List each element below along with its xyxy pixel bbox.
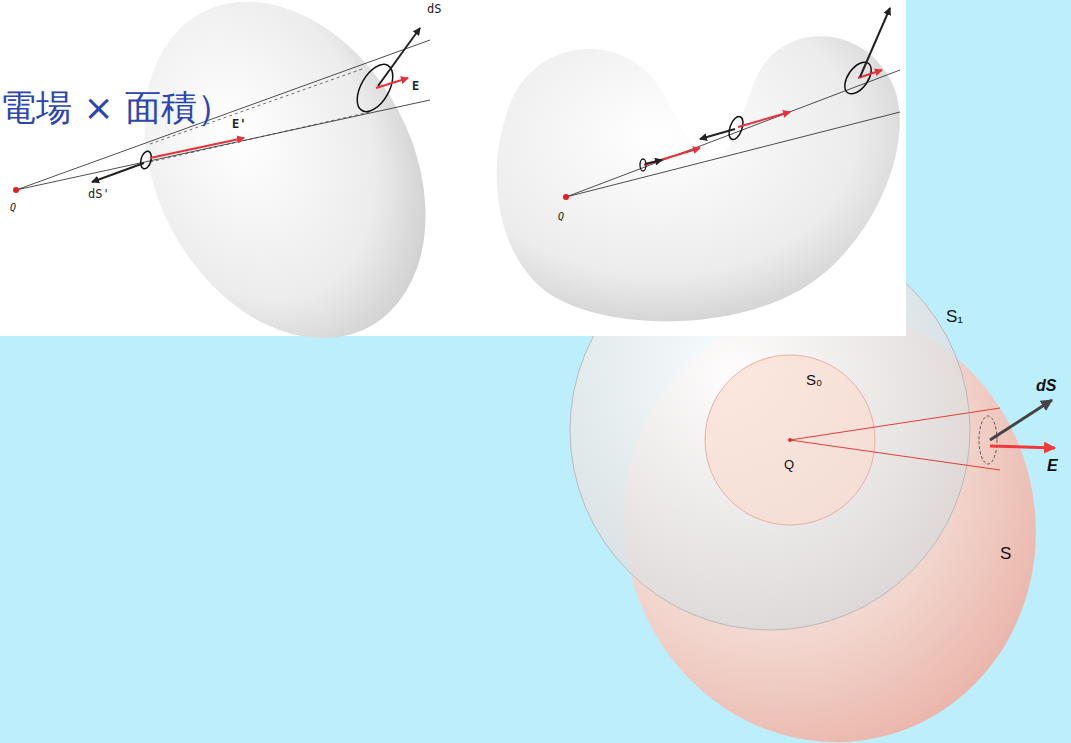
slide-text: 電場 × 面積） bbox=[0, 90, 233, 126]
surface-label: S₁ bbox=[946, 308, 963, 325]
vector-label: dS bbox=[1036, 378, 1056, 394]
ellipsoid-figure bbox=[13, 0, 482, 387]
vector-label: dS' bbox=[88, 188, 110, 200]
surface-label: S₀ bbox=[806, 372, 822, 387]
charge-label: Q bbox=[784, 458, 794, 471]
vector-label: E' bbox=[232, 118, 246, 130]
charge-label: Q bbox=[558, 212, 564, 222]
vector-label: E bbox=[1047, 458, 1058, 474]
kidney-figure bbox=[497, 8, 900, 321]
vector-label: E bbox=[412, 80, 419, 92]
vector-label: dS bbox=[427, 3, 441, 15]
surface-label: S bbox=[1000, 545, 1011, 562]
charge-label: Q bbox=[10, 203, 16, 213]
